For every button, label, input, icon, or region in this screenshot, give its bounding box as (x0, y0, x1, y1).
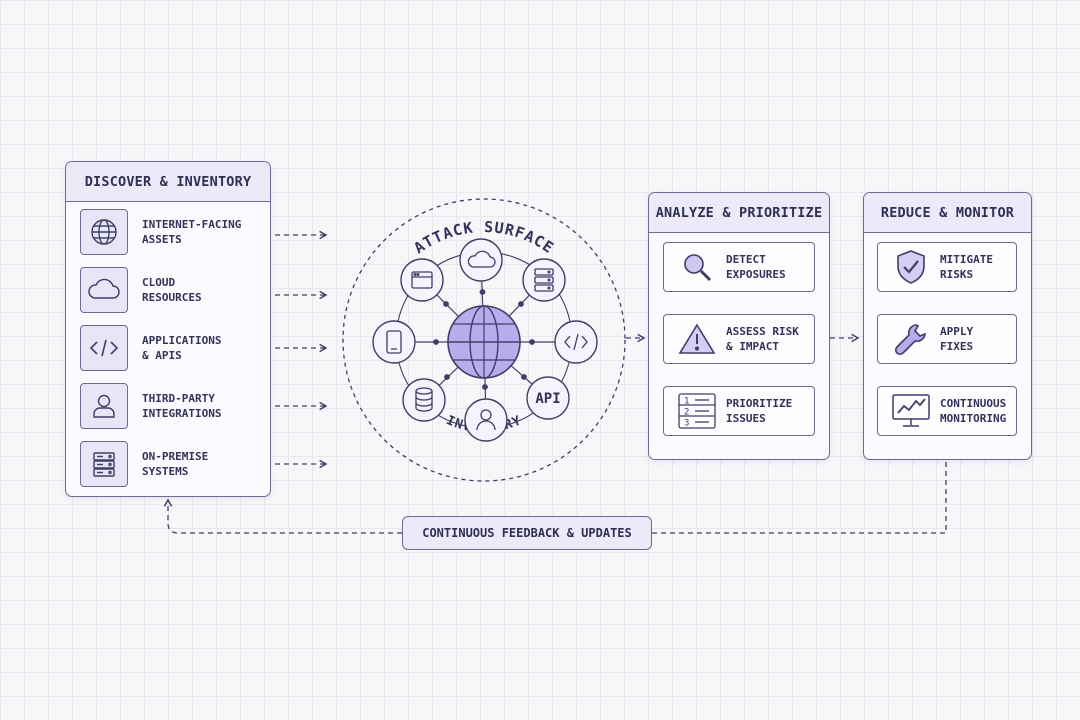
reduce-title: REDUCE & MONITOR (864, 193, 1031, 233)
discover-title: DISCOVER & INVENTORY (66, 162, 270, 202)
item-label: CLOUD RESOURCES (142, 276, 202, 304)
list-item-third-party: THIRD-PARTY INTEGRATIONS (80, 381, 270, 431)
cloud-icon (80, 267, 128, 313)
node-browser (400, 258, 444, 302)
node-cloud (459, 238, 503, 282)
api-node-label: API (535, 391, 560, 407)
globe-icon (80, 209, 128, 255)
user-icon (476, 409, 496, 431)
center-globe-icon (447, 305, 521, 379)
list-item-internet-facing: INTERNET-FACING ASSETS (80, 207, 270, 257)
step-continuous-monitoring: CONTINUOUS MONITORING (877, 386, 1017, 436)
item-label: APPLICATIONS & APIS (142, 334, 222, 362)
cloud-icon (467, 250, 496, 268)
discover-panel: DISCOVER & INVENTORY INTERNET-FACING ASS… (65, 161, 271, 497)
user-icon (80, 383, 128, 429)
item-label: THIRD-PARTY INTEGRATIONS (142, 392, 222, 420)
node-mobile (372, 320, 416, 364)
code-icon (564, 333, 588, 351)
feedback-badge: CONTINUOUS FEEDBACK & UPDATES (402, 516, 652, 550)
mobile-icon (386, 330, 402, 354)
reduce-panel: REDUCE & MONITOR MITIGATE RISKS APPLY FI… (863, 192, 1032, 460)
server-icon (534, 268, 554, 292)
server-icon (80, 441, 128, 487)
step-label: CONTINUOUS MONITORING (940, 397, 1007, 425)
code-icon (80, 325, 128, 371)
item-label: ON-PREMISE SYSTEMS (142, 450, 209, 478)
monitor-chart-icon (888, 391, 934, 431)
step-mitigate-risks: MITIGATE RISKS (877, 242, 1017, 292)
shield-check-icon (888, 247, 934, 287)
step-assess-risk: ASSESS RISK & IMPACT (663, 314, 815, 364)
analyze-panel: ANALYZE & PRIORITIZE DETECT EXPOSURES AS… (648, 192, 830, 460)
attack-surface-hub: ATTACK SURFACE INVENTORY (342, 198, 626, 482)
step-label: DETECT EXPOSURES (726, 253, 786, 281)
step-label: MITIGATE RISKS (940, 253, 993, 281)
step-prioritize-issues: 1 2 3 PRIORITIZE ISSUES (663, 386, 815, 436)
feedback-loop-left (163, 498, 402, 534)
item-label: INTERNET-FACING ASSETS (142, 218, 242, 246)
node-server (522, 258, 566, 302)
surface-boundary (342, 198, 626, 482)
database-icon (415, 387, 433, 412)
node-api (526, 376, 570, 420)
wrench-icon (888, 319, 934, 359)
list-number: 3 (684, 419, 689, 429)
analyze-title: ANALYZE & PRIORITIZE (649, 193, 829, 233)
list-number: 1 (684, 397, 689, 407)
step-label: ASSESS RISK & IMPACT (726, 325, 799, 353)
feedback-loop-right (652, 462, 947, 534)
warning-icon (674, 319, 720, 359)
list-item-applications: APPLICATIONS & APIS (80, 323, 270, 373)
browser-window-icon (411, 271, 433, 289)
list-item-on-premise: ON-PREMISE SYSTEMS (80, 439, 270, 489)
list-item-cloud: CLOUD RESOURCES (80, 265, 270, 315)
step-apply-fixes: APPLY FIXES (877, 314, 1017, 364)
ranked-list-icon: 1 2 3 (674, 391, 720, 431)
step-detect-exposures: DETECT EXPOSURES (663, 242, 815, 292)
list-number: 2 (684, 408, 689, 418)
step-label: APPLY FIXES (940, 325, 974, 353)
magnifier-icon (674, 247, 720, 287)
step-label: PRIORITIZE ISSUES (726, 397, 793, 425)
